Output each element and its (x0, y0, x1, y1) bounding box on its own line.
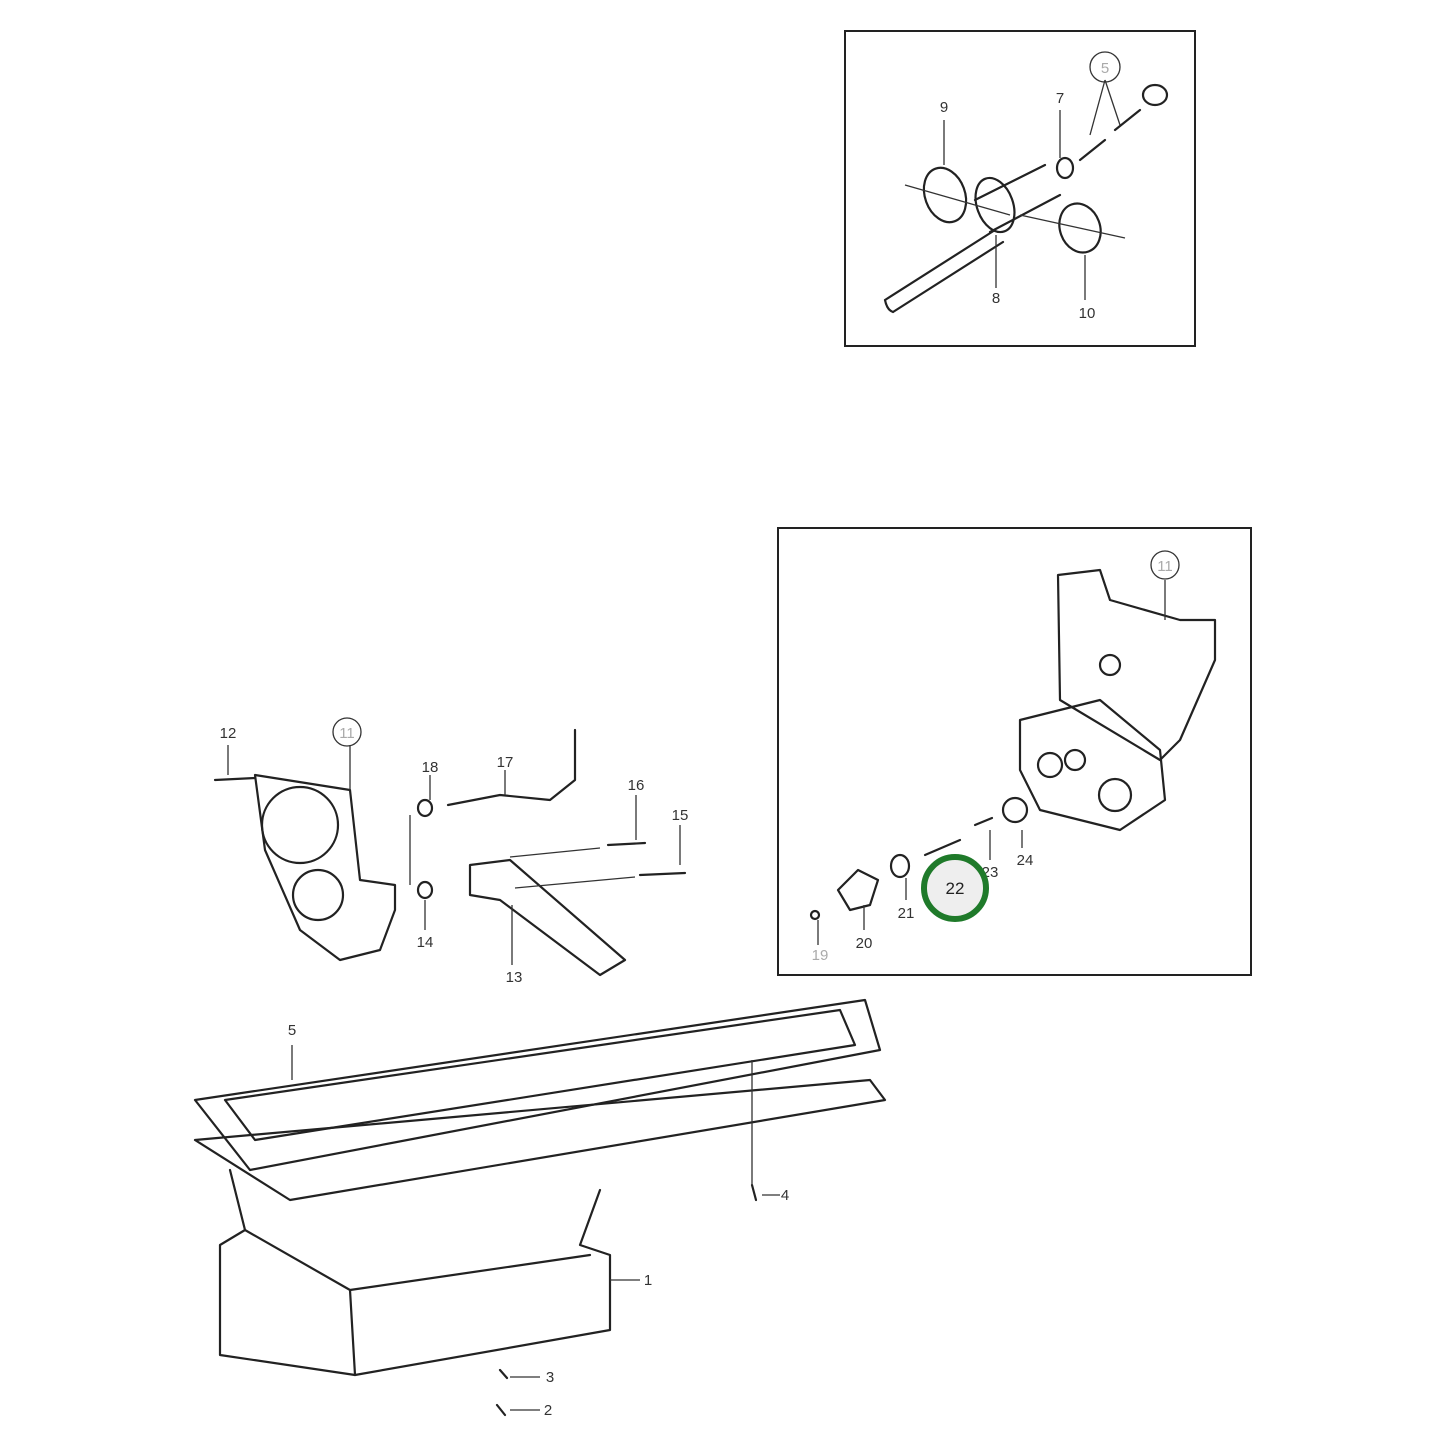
part-4-bolt (750, 1183, 758, 1202)
callout-5: 5 (288, 1022, 296, 1039)
callout-circle (1089, 51, 1121, 83)
part-5-gasket (193, 998, 882, 1172)
callout-3: 3 (546, 1369, 554, 1386)
pump-body (1018, 698, 1167, 832)
inset-shaft-assembly: 5 9 7 8 10 (844, 30, 1196, 347)
bolts-15-16 (606, 841, 687, 877)
callout-2: 2 (544, 1402, 552, 1419)
shaft-sleeve (973, 163, 1062, 234)
callout-11-inset: 11 (1157, 558, 1173, 575)
part-5-pins (1078, 108, 1142, 162)
callout-21: 21 (898, 905, 915, 922)
callout-12: 12 (220, 725, 237, 742)
callout-5-inset: 5 (1101, 60, 1109, 77)
part-7-washer (1055, 156, 1075, 180)
part-22-spring (923, 838, 962, 857)
part-20-cover (836, 868, 880, 912)
part-11-pump (253, 773, 397, 962)
part-5-gasket-inner (223, 1008, 857, 1142)
callout-15: 15 (672, 807, 689, 824)
part-11-plate (1056, 568, 1217, 762)
inset-pump-housing: 11 24 23 21 20 19 22 (777, 527, 1252, 976)
part-12-bolt (213, 776, 257, 782)
pump-gear-upper (260, 785, 340, 865)
part-17-pipe (446, 728, 577, 807)
part-21 (889, 853, 911, 879)
part-18 (416, 798, 434, 818)
oil-pump-assembly: 11 12 18 17 16 15 14 13 (213, 717, 689, 986)
callout-8: 8 (992, 290, 1000, 307)
callout-7: 7 (1056, 90, 1064, 107)
callout-17: 17 (497, 754, 514, 771)
part-14 (416, 880, 434, 900)
highlight-circle[interactable] (921, 854, 989, 922)
callout-16: 16 (628, 777, 645, 794)
callout-1: 1 (644, 1272, 652, 1289)
parts-2-3-plug (495, 1368, 509, 1417)
part-8-bearing (974, 176, 1016, 234)
pan-flange (193, 1078, 887, 1202)
inset-frame (844, 30, 1196, 347)
oil-pan-assembly: 5 4 1 3 2 (193, 998, 887, 1419)
part-24 (1001, 796, 1029, 824)
pump-gear-lower (291, 868, 345, 922)
part-5-nut (1141, 83, 1169, 107)
pan-sump-edge (243, 1228, 592, 1377)
part-19 (809, 909, 821, 921)
part-23 (973, 816, 994, 827)
callout-22[interactable]: 22 (946, 879, 965, 898)
inset-frame (777, 527, 1252, 976)
callout-24: 24 (1017, 852, 1034, 869)
callout-10: 10 (1079, 305, 1096, 322)
shaft (883, 228, 1005, 314)
part-13-pickup (468, 858, 627, 977)
part-9-seal-ring (922, 166, 968, 224)
callout-4: 4 (781, 1187, 789, 1204)
part-1-oil-pan (218, 1168, 612, 1377)
callout-13: 13 (506, 969, 523, 986)
callout-9: 9 (940, 99, 948, 116)
part-10-seal (1058, 202, 1102, 254)
callout-19: 19 (812, 947, 829, 964)
callout-20: 20 (856, 935, 873, 952)
callout-14: 14 (417, 934, 434, 951)
callout-11: 11 (339, 725, 355, 742)
callout-18: 18 (422, 759, 439, 776)
